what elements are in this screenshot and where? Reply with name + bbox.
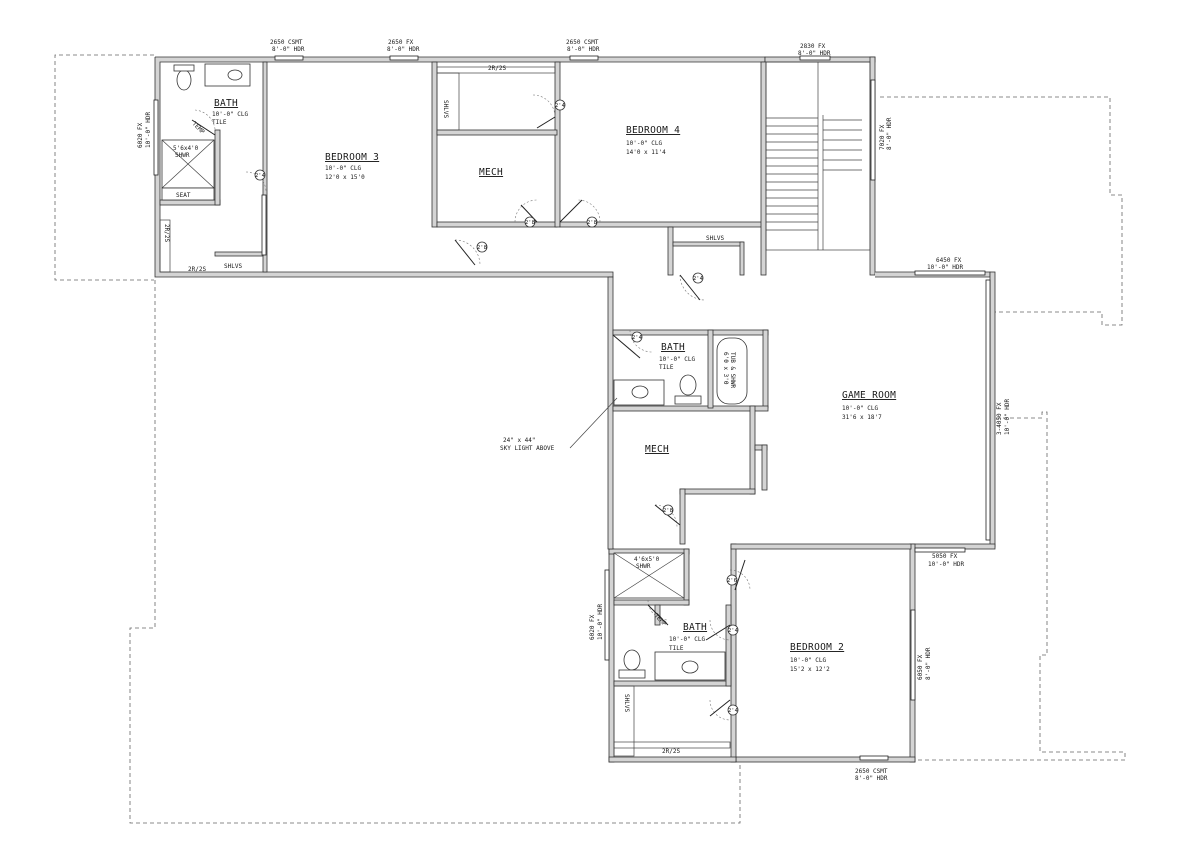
tub-type: TUB & SHWR: [729, 352, 736, 389]
tub-size: 6'0 x 3'0: [722, 352, 729, 385]
window-tag-top4-type: 2830 FX: [800, 43, 826, 50]
staircase: [765, 61, 871, 251]
window-tag-bed2-right-hdr: 8'-0" HDR: [925, 647, 932, 680]
window-tag-bed2-top-hdr: 10'-0" HDR: [928, 561, 965, 568]
bedroom2-title: BEDROOM 2: [790, 642, 844, 653]
bath-sw-title: BATH: [683, 622, 707, 633]
closet-shelves-bed4: SHLVS: [706, 235, 724, 242]
window-tag-bath-sw-type: 6020 FX: [589, 614, 596, 640]
window-tag-left-nw-hdr: 10'-0" HDR: [145, 111, 152, 148]
window-tag-top4-hdr: 8'-0" HDR: [798, 50, 831, 57]
window-tag-game-right-type: 3-4050 FX: [996, 402, 1003, 435]
window-tag-bed2-top-type: 5050 FX: [932, 553, 958, 560]
door-tag-bed4-closet: 2'4: [693, 276, 704, 282]
window-tag-top2-type: 2650 FX: [388, 39, 414, 46]
window-tag-bath-sw-hdr: 10'-0" HDR: [597, 603, 604, 640]
closet-rod-bed3-side: 2R/2S: [163, 224, 170, 242]
bath-nw-ceiling: 10'-0" CLG: [212, 111, 249, 118]
bedroom2-size: 15'2 x 12'2: [790, 666, 830, 673]
shower-sw-size: 4'6x5'0: [634, 556, 660, 563]
bedroom4-ceiling: 10'-0" CLG: [626, 140, 663, 147]
bedroom2-ceiling: 10'-0" CLG: [790, 657, 827, 664]
door-tag-bed2-closet: 2'4: [728, 708, 739, 714]
bedroom3-size: 12'0 x 15'0: [325, 174, 365, 181]
skylight-note: SKY LIGHT ABOVE: [500, 445, 555, 452]
window-tag-top1-hdr: 8'-0" HDR: [272, 46, 305, 53]
window-tag-top3-type: 2650 CSMT: [566, 39, 599, 46]
window-tag-top1-type: 2650 CSMT: [270, 39, 303, 46]
door-tag-bath-mid: 2'4: [632, 335, 643, 341]
bedroom4-size: 14'0 x 11'4: [626, 149, 666, 156]
door-tag-bath-sw: 2'6: [727, 578, 737, 584]
temp-label-nw: TEMP: [191, 120, 206, 135]
door-tag-bath-sw-inner: 2'4: [728, 628, 739, 634]
closet-shelves-bed3: SHLVS: [224, 263, 242, 270]
bath-mid-ceiling: 10'-0" CLG: [659, 356, 696, 363]
skylight-leader: [569, 397, 618, 449]
door-tag-bedroom4: 2'8: [587, 220, 597, 226]
shower-sw-type: SHWR: [636, 563, 651, 570]
shower-nw-type: SHWR: [175, 152, 190, 159]
bath-sw-ceiling: 10'-0" CLG: [669, 636, 706, 643]
shower-nw-size: 5'6x4'0: [173, 145, 199, 152]
door-tag-closet-top: 2'4: [555, 103, 566, 109]
lower-floor-outline: [54, 54, 1126, 824]
window-tag-top2-hdr: 8'-0" HDR: [387, 46, 420, 53]
shower-seat: SEAT: [176, 192, 191, 199]
door-tag-mech-top: 2'8: [525, 220, 535, 226]
window-tag-game-right-hdr: 10'-0" HDR: [1004, 398, 1011, 435]
window-tag-top3-hdr: 8'-0" HDR: [567, 46, 600, 53]
window-tag-stair-type: 7020 FX: [879, 124, 886, 150]
closet-shelves-top: SHLVS: [442, 100, 449, 118]
window-tag-bottom-hdr: 8'-0" HDR: [855, 775, 888, 782]
mech-mid-title: MECH: [645, 444, 669, 455]
game-room-size: 31'6 x 18'7: [842, 414, 882, 421]
closet-rod-sw: 2R/2S: [662, 748, 680, 755]
door-tag-bath-nw: 2'4: [255, 173, 266, 179]
bath-mid-title: BATH: [661, 342, 685, 353]
window-tag-game-top-hdr: 10'-0" HDR: [927, 264, 964, 271]
bedroom4-title: BEDROOM 4: [626, 125, 680, 136]
bath-mid-finish: TILE: [659, 364, 674, 371]
game-room-title: GAME ROOM: [842, 390, 896, 401]
bath-nw-title: BATH: [214, 98, 238, 109]
closet-shelves-sw: SHLVS: [623, 694, 630, 712]
window-tag-bottom-type: 2650 CSMT: [855, 768, 888, 775]
fixtures: [159, 63, 748, 757]
bedroom3-ceiling: 10'-0" CLG: [325, 165, 362, 172]
bedroom3-title: BEDROOM 3: [325, 152, 379, 163]
window-tag-stair-hdr: 8'-0" HDR: [886, 117, 893, 150]
window-tag-game-top-type: 6450 FX: [936, 257, 962, 264]
door-tag-bed3-closet: 2'8: [477, 245, 487, 251]
doors: [191, 94, 751, 721]
mech-top-title: MECH: [479, 167, 503, 178]
door-tag-mech-mid: 2'8: [663, 508, 673, 514]
bath-nw-finish: TILE: [212, 119, 227, 126]
skylight-size: 24" x 44": [503, 437, 536, 444]
window-tag-bed2-right-type: 6050 FX: [917, 654, 924, 680]
window-tag-left-nw-type: 6020 FX: [137, 122, 144, 148]
game-room-ceiling: 10'-0" CLG: [842, 405, 879, 412]
closet-rod-top: 2R/2S: [488, 65, 506, 72]
windows: [153, 55, 991, 761]
closet-rod-bed3: 2R/2S: [188, 266, 206, 273]
bath-sw-finish: TILE: [669, 645, 684, 652]
